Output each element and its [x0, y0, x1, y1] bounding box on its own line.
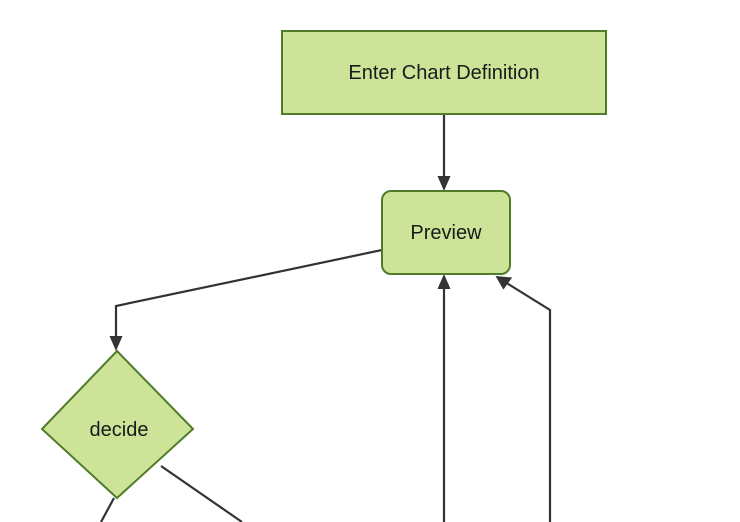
edge-decide-branch-left [100, 497, 115, 522]
node-preview[interactable] [381, 190, 511, 275]
node-enter-chart-definition[interactable] [281, 30, 607, 115]
edge-return-right-to-preview [495, 276, 552, 522]
edge-line [114, 248, 383, 340]
arrow-head-icon [109, 336, 123, 351]
arrow-head-icon [437, 176, 451, 191]
edge-line [504, 281, 552, 522]
arrow-head-icon [437, 274, 451, 289]
edge-decide-branch-right [160, 465, 243, 522]
node-decide[interactable] [40, 349, 195, 500]
edge-enter-to-preview [437, 114, 451, 191]
edge-return-center-to-preview [437, 274, 451, 522]
edge-line [100, 497, 115, 522]
edge-line [160, 465, 243, 522]
edge-preview-to-decide [109, 248, 383, 351]
arrow-head-icon [495, 276, 513, 290]
